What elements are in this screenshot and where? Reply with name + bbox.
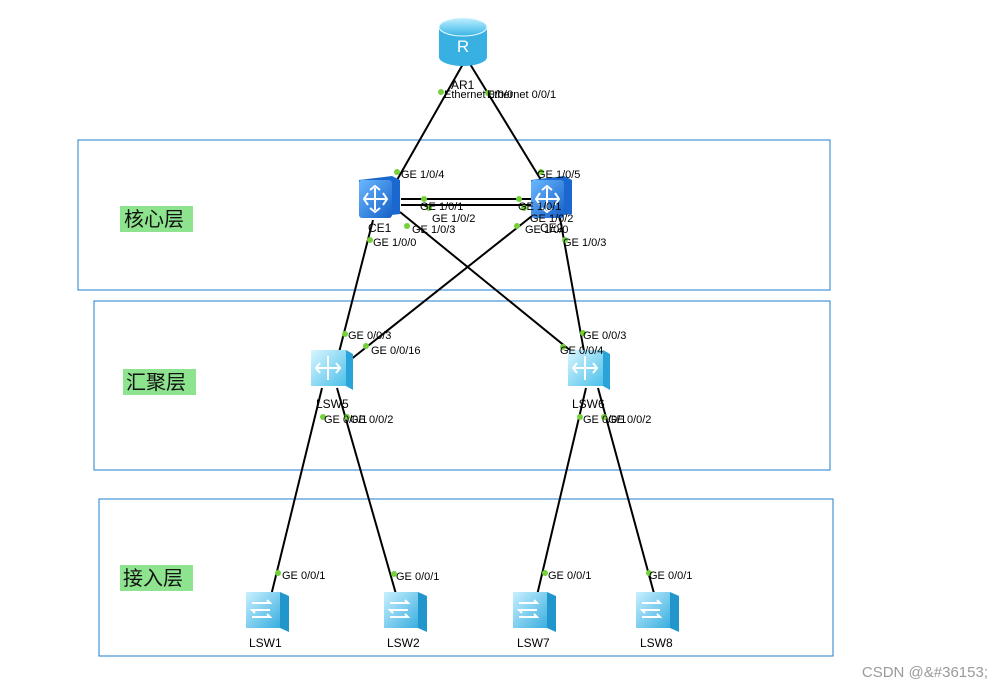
- device-label-lsw7: LSW7: [517, 636, 550, 650]
- port-label: GE 0/0/1: [324, 414, 367, 426]
- port-label: GE 1/0/1: [518, 201, 561, 213]
- port-dots: [275, 89, 652, 577]
- port-label: GE 0/0/2: [350, 414, 393, 426]
- link-ce2-lsw6: [559, 217, 588, 369]
- aggregation-switch-icon: [568, 350, 610, 390]
- port-label: GE 1/0/2: [530, 213, 573, 225]
- aggregation-switch-icon: [311, 350, 353, 390]
- port-label: GE 1/0/0: [373, 237, 416, 249]
- port-label: Ethernet 0/0/0: [444, 89, 513, 101]
- port-label: GE 1/0/2: [432, 213, 475, 225]
- device-label-lsw2: LSW2: [387, 636, 420, 650]
- svg-text:R: R: [457, 37, 469, 56]
- access-switch-icon: [636, 592, 679, 632]
- device-label-lsw6: LSW6: [572, 397, 605, 411]
- layer-label-aggregation: 汇聚层: [126, 370, 186, 394]
- access-switch-lsw7[interactable]: LSW7: [513, 592, 556, 650]
- agg-switch-lsw5[interactable]: LSW5: [311, 350, 353, 411]
- core-switch-ce2[interactable]: CE2: [531, 176, 572, 235]
- port-label: GE 1/0/3: [563, 237, 606, 249]
- port-label: GE 0/0/1: [282, 570, 325, 582]
- access-switch-icon: [384, 592, 427, 632]
- port-label: GE 0/0/1: [548, 570, 591, 582]
- router-icon: R: [438, 17, 488, 66]
- port-label: GE 0/0/2: [608, 414, 651, 426]
- layer-aggregation: 汇聚层: [93, 300, 831, 471]
- layer-label-core: 核心层: [124, 207, 184, 231]
- link-lsw5-lsw2: [336, 387, 401, 609]
- link-ce1-lsw5: [334, 219, 374, 369]
- link-ar1-ce2: [469, 63, 542, 181]
- layer-access: 接入层: [98, 498, 834, 657]
- access-switch-icon: [246, 592, 289, 632]
- access-switch-lsw2[interactable]: LSW2: [384, 592, 427, 650]
- port-label: GE 1/0/3: [412, 224, 455, 236]
- agg-switch-lsw6[interactable]: LSW6: [568, 350, 610, 411]
- port-label: GE 0/0/3: [583, 330, 626, 342]
- port-label: GE 0/0/16: [371, 345, 421, 357]
- access-switch-lsw8[interactable]: LSW8: [636, 592, 679, 650]
- port-label: GE 0/0/4: [560, 345, 603, 357]
- port-label: GE 1/0/4: [401, 169, 444, 181]
- port-label: GE 0/0/1: [396, 571, 439, 583]
- device-label-lsw1: LSW1: [249, 636, 282, 650]
- layer-label-access: 接入层: [123, 566, 183, 590]
- core-switch-icon: [359, 176, 400, 218]
- port-label: Ethernet 0/0/1: [487, 89, 556, 101]
- port-labels: Ethernet 0/0/0 Ethernet 0/0/1 GE 1/0/4 G…: [282, 89, 692, 583]
- device-label-ar1: AR1: [451, 78, 475, 92]
- device-label-lsw8: LSW8: [640, 636, 673, 650]
- link-ar1-ce1: [396, 63, 464, 181]
- device-label-ce2: CE2: [540, 221, 564, 235]
- core-switch-ce1[interactable]: CE1: [359, 176, 400, 235]
- core-switch-icon: [531, 176, 572, 218]
- port-label: GE 0/0/3: [348, 330, 391, 342]
- port-label: GE 1/0/0: [525, 224, 568, 236]
- device-label-lsw5: LSW5: [316, 397, 349, 411]
- access-switch-icon: [513, 592, 556, 632]
- watermark: CSDN @&#36153;: [862, 664, 988, 681]
- router-ar1[interactable]: R AR1: [438, 17, 488, 92]
- layer-core: 核心层: [77, 139, 831, 291]
- device-label-ce1: CE1: [368, 221, 392, 235]
- port-label: GE 1/0/5: [537, 169, 580, 181]
- port-label: GE 0/0/1: [649, 570, 692, 582]
- port-label: GE 0/0/1: [583, 414, 626, 426]
- access-switch-lsw1[interactable]: LSW1: [246, 592, 289, 650]
- port-label: GE 1/0/1: [420, 201, 463, 213]
